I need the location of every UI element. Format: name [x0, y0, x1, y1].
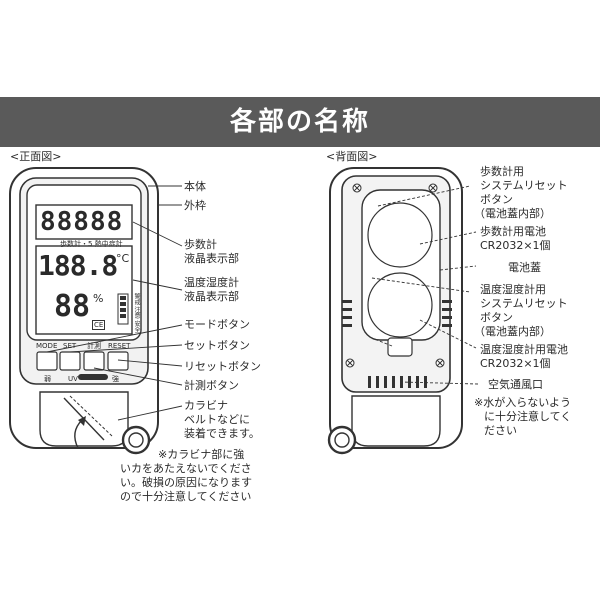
back-label-3: ボタン	[480, 193, 513, 206]
back-label-10: ボタン	[480, 311, 513, 324]
back-label-14: 空気通風口	[488, 378, 543, 391]
gauge-bar-4	[120, 314, 126, 318]
front-label-reset-button: リセットボタン	[184, 360, 261, 373]
back-label-4: （電池蓋内部）	[474, 207, 551, 220]
mode-button-shape	[36, 351, 58, 371]
back-label-11: （電池蓋内部）	[474, 325, 551, 338]
measure-button-label: 計測	[87, 342, 101, 350]
title-banner: 各部の名称	[0, 97, 600, 147]
back-note-2: に十分注意してく	[484, 410, 572, 423]
gauge-bar-1	[120, 296, 126, 300]
back-label-2: システムリセット	[480, 179, 568, 192]
front-label-measure-button: 計測ボタン	[184, 379, 239, 392]
uv-strip	[78, 374, 108, 380]
back-view-label: <背面図>	[326, 150, 378, 163]
front-note-3: い。破損の原因になります	[120, 476, 252, 489]
front-label-attach: 装着できます。	[184, 427, 260, 440]
front-label-lcd-1: 液晶表示部	[184, 252, 239, 265]
lcd-humidity-unit: %	[93, 292, 104, 305]
front-label-mode-button: モードボタン	[184, 318, 250, 331]
set-button-label: SET	[63, 342, 77, 350]
bottom-uv-label: UV	[68, 375, 78, 383]
lcd-caption-top: 歩数計・5 熱中症計	[60, 240, 123, 248]
lcd-small-mark: CE	[92, 320, 106, 330]
lcd-humidity-digits: 88	[54, 289, 91, 324]
bottom-strong-label: 強	[112, 375, 119, 383]
ring-inner	[128, 432, 144, 448]
back-label-5: 歩数計用電池	[480, 225, 546, 238]
front-label-lcd-2: 液晶表示部	[184, 290, 239, 303]
lcd-temp-unit: °C	[116, 252, 130, 265]
front-label-belt: ベルトなどに	[184, 413, 250, 426]
front-label-outer-frame: 外枠	[184, 199, 206, 212]
front-label-thermo: 温度湿度計	[184, 276, 239, 289]
measure-button-shape	[83, 351, 105, 371]
back-label-12: 温度湿度計用電池	[480, 343, 568, 356]
back-label-8: 温度湿度計用	[480, 283, 546, 296]
reset-button-label: RESET	[108, 342, 131, 350]
front-label-carabiner: カラビナ	[184, 399, 228, 412]
gauge-bar-3	[120, 308, 126, 312]
back-note-3: ださい	[484, 424, 517, 437]
back-label-7: 電池蓋	[508, 261, 541, 274]
front-note-4: ので十分注意してください	[120, 490, 252, 503]
lcd-temp-digits: 188.8	[38, 249, 118, 282]
set-button-shape	[59, 351, 81, 371]
carabiner-arrowhead	[78, 416, 86, 426]
page-title: 各部の名称	[229, 107, 370, 137]
bottom-weak-label: 弱	[44, 375, 51, 383]
lcd-steps-window	[35, 204, 133, 240]
lcd-steps-digits: 88888	[40, 207, 124, 237]
back-label-1: 歩数計用	[480, 165, 524, 178]
front-label-body: 本体	[184, 180, 206, 193]
gauge-bar-2	[120, 302, 126, 306]
lcd-main-window	[35, 245, 133, 335]
lcd-caption-side: 警戒 注意 安全	[133, 293, 140, 333]
front-label-pedometer: 歩数計	[184, 238, 217, 251]
front-label-set-button: セットボタン	[184, 339, 250, 352]
front-note-1: ※カラビナ部に強	[158, 448, 245, 461]
back-label-13: CR2032×1個	[480, 357, 551, 370]
back-note-1: ※水が入らないよう	[474, 396, 571, 409]
back-label-6: CR2032×1個	[480, 239, 551, 252]
mode-button-label: MODE	[36, 342, 58, 350]
back-label-9: システムリセット	[480, 297, 568, 310]
front-note-2: いカをあたえないでくださ	[120, 462, 252, 475]
front-view-label: <正面図>	[10, 150, 62, 163]
